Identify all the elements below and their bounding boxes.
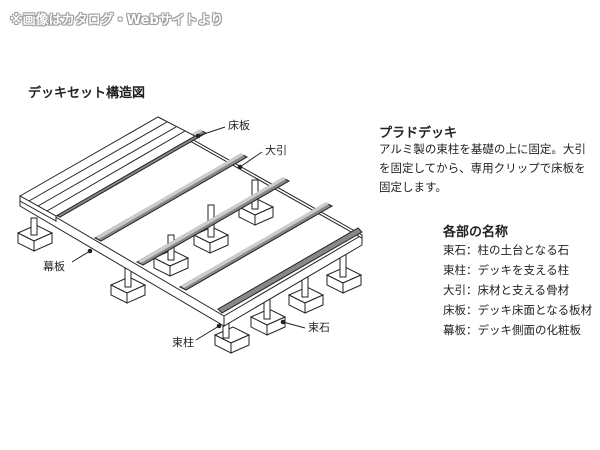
post xyxy=(30,217,38,236)
product-title: プラドデッキ xyxy=(379,126,458,141)
list-item: 幕板：デッキ側面の化粧板 xyxy=(443,323,581,337)
fascia-front-right xyxy=(223,234,363,327)
fascia-frame xyxy=(19,119,363,327)
beam xyxy=(217,227,363,314)
source-watermark: ※画像はカタログ・Webサイトより xyxy=(10,13,224,28)
label-footing: 束石 xyxy=(308,321,330,334)
parts-title: 各部の名称 xyxy=(443,225,509,240)
footing-stone xyxy=(213,326,251,354)
list-item: 束柱：デッキを支える柱 xyxy=(443,263,570,277)
label-post: 束柱 xyxy=(172,335,194,349)
list-item: 束石：柱の土台となる石 xyxy=(443,243,570,257)
label-floorboard: 床板 xyxy=(228,118,250,132)
floorboards xyxy=(18,116,197,222)
list-item: 大引：床材と支える骨材 xyxy=(443,283,570,297)
diagram-title: デッキセット構造図 xyxy=(28,86,146,101)
list-item: 床板：デッキ床面となる板材 xyxy=(443,303,593,317)
product-description: アルミ製の束柱を基礎の上に固定。大引を固定してから、専用クリップで床板を固定しま… xyxy=(379,142,586,194)
footing-stones xyxy=(16,198,363,354)
parts-list: 束石：柱の土台となる石 束柱：デッキを支える柱 大引：床材と支える骨材 床板：デ… xyxy=(443,240,592,340)
label-beam: 大引 xyxy=(265,143,287,157)
floorboard-edge xyxy=(19,195,57,222)
label-fascia: 幕板 xyxy=(43,259,65,273)
leader-lines xyxy=(71,126,306,341)
